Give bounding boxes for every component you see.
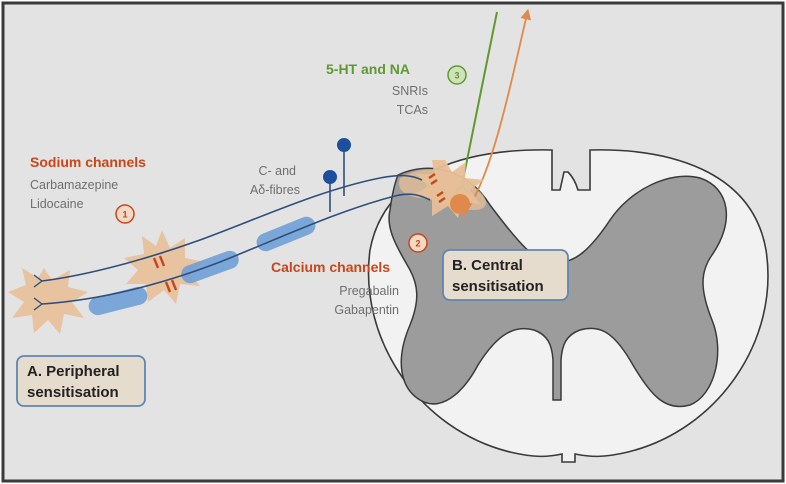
serotonin-title: 5-HT and NA [326,61,410,77]
peripheral-ending-burst [8,268,88,334]
central-label-line1: B. Central [452,257,523,274]
serotonin-drug-tcas: TCAs [397,103,428,117]
probe-head [323,170,337,184]
marker-1: 1 [115,204,135,224]
peripheral-sensitisation-box: A. Peripheral sensitisation [16,355,146,407]
fibres-label-line2: Aδ-fibres [250,183,300,197]
nerve-burst [124,230,205,304]
marker-2: 2 [408,233,428,253]
calcium-channel-marker [436,191,446,203]
fibre-ending-fork [33,274,43,311]
myelin-segment [181,250,239,284]
sodium-drug-carbamazepine: Carbamazepine [30,178,118,192]
sodium-channel-marker [164,279,178,293]
sodium-channels-title: Sodium channels [30,154,146,170]
calcium-drug-pregabalin: Pregabalin [339,284,399,298]
calcium-channel-marker [428,173,438,185]
sodium-drug-lidocaine: Lidocaine [30,197,84,211]
marker-3-number: 3 [454,71,459,81]
marker-2-number: 2 [415,239,420,249]
dorsal-horn-burst [412,160,484,218]
central-sensitisation-box: B. Central sensitisation [442,249,569,301]
calcium-channels-title: Calcium channels [271,259,390,275]
central-label-line2: sensitisation [452,278,544,295]
second-order-neuron [450,194,470,214]
peripheral-label-line1: A. Peripheral [27,363,120,380]
calcium-drug-gabapentin: Gabapentin [334,303,399,317]
marker-3: 3 [447,65,467,85]
marker-1-number: 1 [122,210,127,220]
fibres-label-line1: C- and [258,164,296,178]
nerve-fibre-lower [41,193,431,305]
serotonin-drug-snris: SNRIs [392,84,428,98]
myelin-segment [88,286,148,316]
sodium-channel-marker [152,255,166,269]
descending-green-pathway [461,11,498,186]
nerve-fibre-upper [41,174,423,282]
peripheral-label-line2: sensitisation [27,384,119,401]
probe-head [337,138,351,152]
